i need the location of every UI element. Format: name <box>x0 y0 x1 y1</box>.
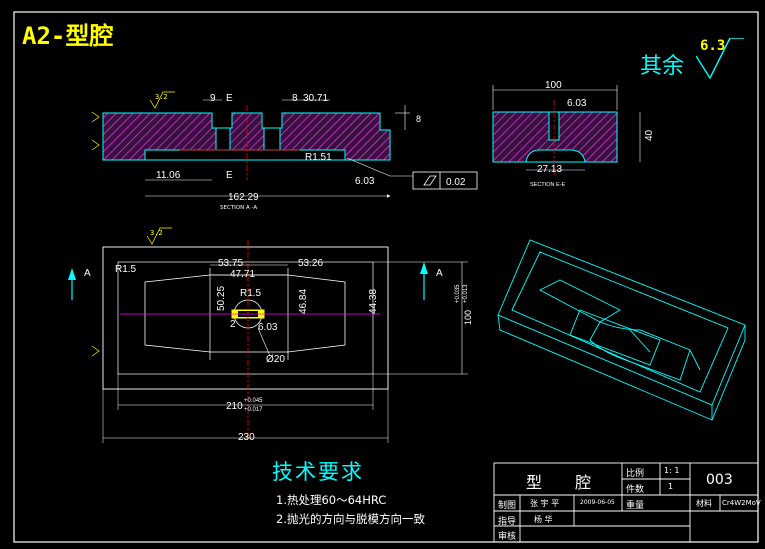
material-label: 材料 <box>696 499 712 508</box>
requirement-item: 1.热处理60～64HRC <box>276 493 387 507</box>
dimension-label: +0.045 <box>244 398 263 404</box>
dim-6-03: 6.03 <box>355 176 375 187</box>
dim-100-ee: 100 <box>545 80 562 91</box>
dim-162-29: 162.29 <box>228 192 259 203</box>
title-block <box>493 462 759 543</box>
dimension-label: +0.013 <box>463 284 469 303</box>
drawn-name: 张 宇 平 <box>530 499 560 508</box>
tolerance-frame <box>412 171 478 190</box>
drawn-label: 制图 <box>498 501 517 511</box>
requirement-item: 2.抛光的方向与脱模方向一致 <box>276 512 425 526</box>
svg-text:3.2: 3.2 <box>150 229 163 237</box>
dim-30-71: 30.71 <box>303 93 328 104</box>
dimension-label: 50.25 <box>216 286 227 311</box>
qty-label: 件数 <box>626 485 645 495</box>
dim-11-06: 11.06 <box>156 170 181 181</box>
dimension-label: +0.017 <box>244 407 263 413</box>
scale-value: 1: 1 <box>664 466 680 475</box>
dimension-label: 210 <box>226 401 243 412</box>
qty-value: 1 <box>668 482 674 491</box>
section-aa-label: SECTION A -A <box>220 205 257 211</box>
dimension-label: R1.5 <box>115 264 137 275</box>
plan-inner <box>117 261 374 375</box>
review-label: 审核 <box>498 532 517 542</box>
check-label: 指导 <box>498 517 517 527</box>
dimension-label: 230 <box>238 432 255 443</box>
dim-6-03-ee: 6.03 <box>567 98 587 109</box>
plan-outline <box>102 246 389 390</box>
dimension-label: A <box>436 268 443 279</box>
page-title: A2-型腔 <box>22 22 114 50</box>
svg-text:3.2: 3.2 <box>155 93 168 101</box>
dim-8r: 8 <box>416 114 421 124</box>
dim-e-top: E <box>226 93 233 104</box>
dim-9: 9 <box>210 93 216 104</box>
drawing-frame <box>13 11 759 543</box>
drawing-number: 003 <box>706 472 733 488</box>
section-marker-left <box>68 268 76 280</box>
tolerance-value: 0.02 <box>446 177 466 188</box>
plan-view: A A 3.2 R1.5 53.75 53.26 47.71 R1.5 50.2… <box>68 227 473 443</box>
weight-label: 重量 <box>626 501 645 511</box>
section-aa-view: 3.2 SECTION A -A 9 E 8 30.71 8 R1.51 11.… <box>91 91 478 211</box>
roughness-note: 其余 <box>640 54 685 79</box>
dimension-label: 6.03 <box>258 322 278 333</box>
dimension-label: Ø20 <box>266 354 285 365</box>
dimension-label: 53.75 <box>218 258 243 269</box>
dimension-label: 100 <box>463 310 473 325</box>
dimension-label: A <box>84 268 91 279</box>
drawn-date: 2009-06-05 <box>580 499 615 506</box>
scale-label: 比例 <box>626 469 645 479</box>
check-name: 杨 华 <box>534 515 553 524</box>
dim-r1-51: R1.51 <box>305 152 332 163</box>
dimension-label: 44.38 <box>368 289 379 314</box>
section-ee-label: SECTION E-E <box>530 182 565 188</box>
dimension-label: 47.71 <box>230 269 255 280</box>
dimension-label: +0.035 <box>455 284 461 303</box>
dim-27-13-ee: 27.13 <box>537 164 562 175</box>
roughness-symbol-icon <box>696 38 744 80</box>
requirements-title: 技术要求 <box>272 460 364 484</box>
roughness-mark <box>149 91 175 109</box>
roughness-value: 6.3 <box>700 38 726 54</box>
dim-8: 8 <box>292 93 298 104</box>
dimension-label: 2 <box>230 319 236 330</box>
section-marker-right <box>420 262 428 274</box>
dimension-label: R1.5 <box>240 288 262 299</box>
section-ee-view: 100 6.03 40 27.13 SECTION E-E <box>492 80 655 188</box>
dimension-label: 46.84 <box>298 289 309 314</box>
material-value: Cr4W2MoV <box>722 499 761 507</box>
dim-40-ee: 40 <box>644 129 655 141</box>
part-name: 型 腔 <box>526 473 606 492</box>
dimension-label: 53.26 <box>298 258 323 269</box>
isometric-view <box>497 239 746 421</box>
dim-e-bot: E <box>226 170 233 181</box>
